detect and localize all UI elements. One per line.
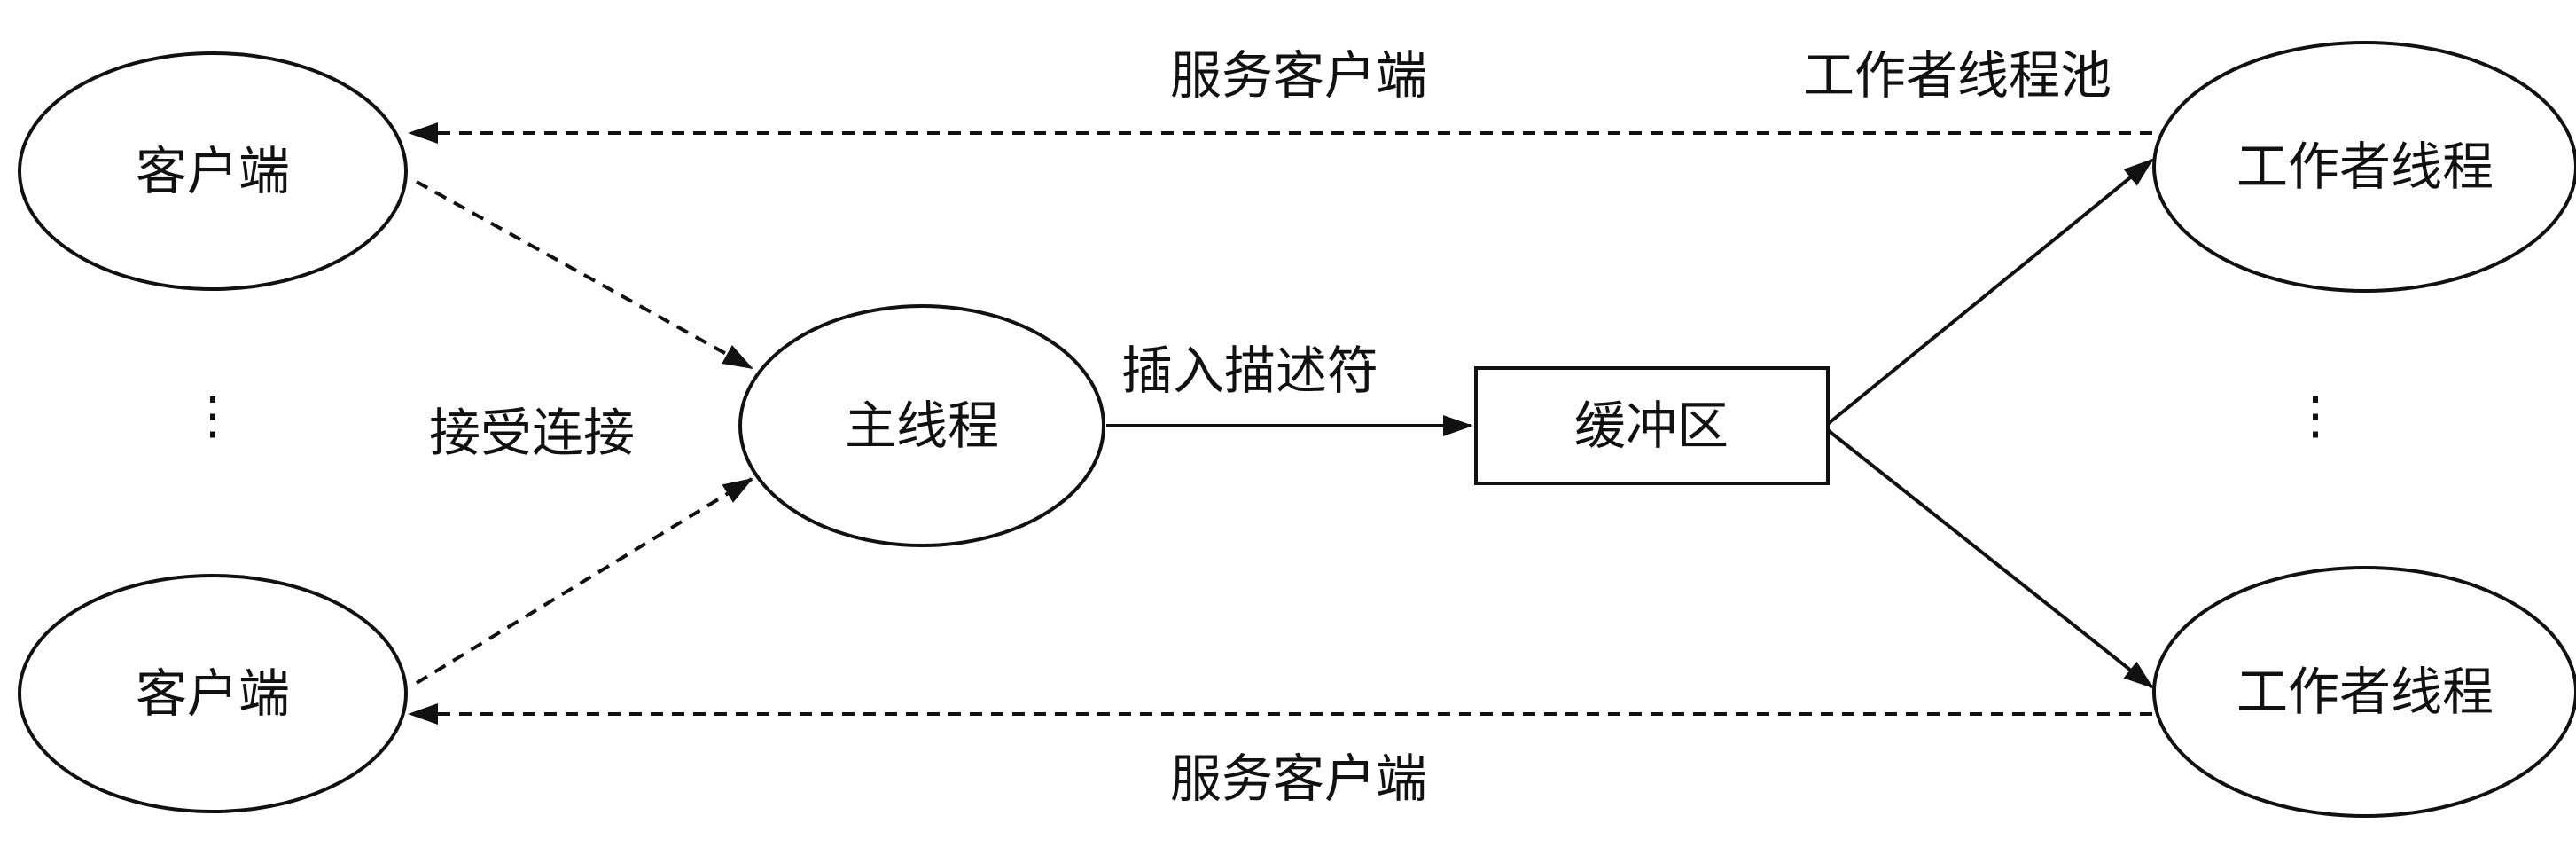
worker-ellipsis: ⋮ bbox=[2290, 385, 2341, 445]
insert-descriptor-label: 插入描述符 bbox=[1121, 341, 1378, 401]
buffer-node: 缓冲区 bbox=[1474, 366, 1830, 485]
main-thread-label: 主线程 bbox=[845, 396, 999, 456]
client-ellipsis: ⋮ bbox=[187, 385, 238, 445]
worker-bottom-node: 工作者线程 bbox=[2152, 566, 2576, 818]
serve-client-bottom-label: 服务客户端 bbox=[1170, 749, 1427, 809]
worker-top-node: 工作者线程 bbox=[2152, 41, 2576, 293]
edge-buffer-to-worker-top bbox=[1826, 158, 2154, 426]
client-top-node: 客户端 bbox=[18, 51, 408, 291]
main-thread-node: 主线程 bbox=[738, 304, 1105, 547]
worker-top-label: 工作者线程 bbox=[2236, 137, 2494, 197]
edge-buffer-to-worker-bottom bbox=[1826, 428, 2154, 689]
serve-client-top-label: 服务客户端 bbox=[1170, 45, 1427, 106]
buffer-label: 缓冲区 bbox=[1574, 396, 1729, 456]
worker-pool-label: 工作者线程池 bbox=[1803, 45, 2112, 106]
edge-client-bottom-to-main bbox=[415, 477, 753, 685]
edge-client-top-to-main bbox=[416, 180, 753, 370]
worker-bottom-label: 工作者线程 bbox=[2236, 662, 2494, 722]
client-top-label: 客户端 bbox=[136, 141, 290, 201]
client-bottom-label: 客户端 bbox=[136, 663, 290, 724]
client-bottom-node: 客户端 bbox=[18, 574, 408, 813]
accept-connection-label: 接受连接 bbox=[429, 403, 635, 463]
